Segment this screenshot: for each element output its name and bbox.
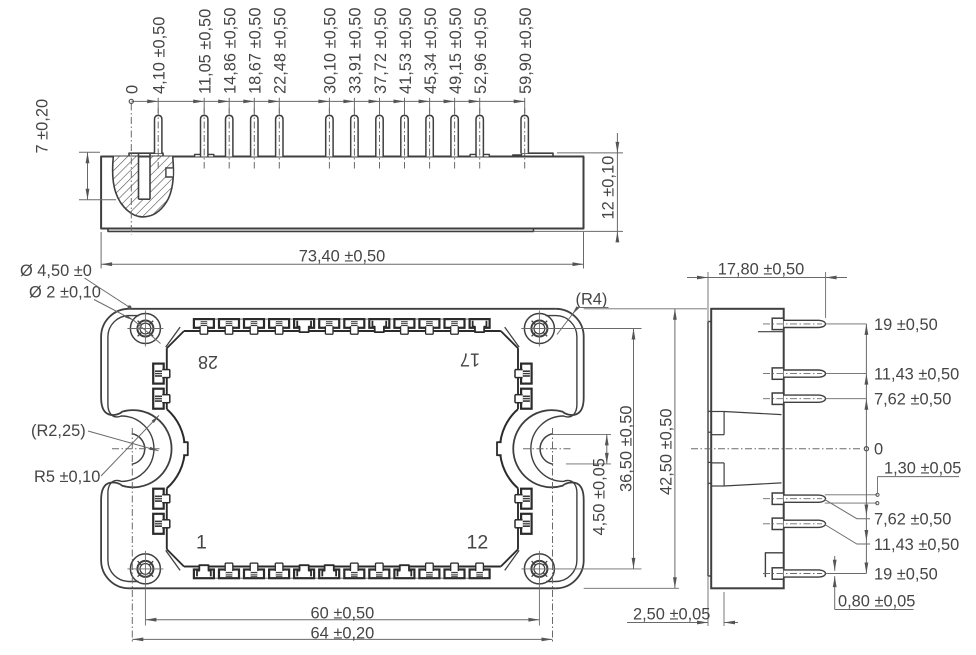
svg-text:19 ±0,50: 19 ±0,50 xyxy=(874,565,938,583)
svg-text:2,50 ±0,05: 2,50 ±0,05 xyxy=(633,606,710,624)
svg-text:14,86 ±0,50: 14,86 ±0,50 xyxy=(222,8,240,94)
svg-text:Ø 2 ±0,10: Ø 2 ±0,10 xyxy=(29,284,101,302)
svg-text:41,53 ±0,50: 41,53 ±0,50 xyxy=(397,8,415,94)
svg-text:36,50 ±0,50: 36,50 ±0,50 xyxy=(618,406,636,492)
svg-text:28: 28 xyxy=(198,352,218,372)
svg-text:11,43 ±0,50: 11,43 ±0,50 xyxy=(874,536,959,554)
svg-text:11,05 ±0,50: 11,05 ±0,50 xyxy=(197,9,215,94)
svg-text:33,91 ±0,50: 33,91 ±0,50 xyxy=(347,8,365,94)
svg-text:0: 0 xyxy=(874,441,883,459)
svg-text:37,72 ±0,50: 37,72 ±0,50 xyxy=(372,8,390,94)
svg-text:11,43 ±0,50: 11,43 ±0,50 xyxy=(874,366,959,384)
svg-text:0,80 ±0,05: 0,80 ±0,05 xyxy=(838,593,915,611)
svg-text:42,50 ±0,50: 42,50 ±0,50 xyxy=(658,409,676,495)
svg-text:Ø 4,50 ±0: Ø 4,50 ±0 xyxy=(20,262,92,280)
svg-text:0: 0 xyxy=(124,85,142,94)
svg-text:7 ±0,20: 7 ±0,20 xyxy=(34,99,52,154)
svg-text:1,30 ±0,05: 1,30 ±0,05 xyxy=(884,460,961,478)
svg-text:R5 ±0,10: R5 ±0,10 xyxy=(34,468,100,486)
svg-text:73,40 ±0,50: 73,40 ±0,50 xyxy=(299,248,385,266)
svg-text:52,96 ±0,50: 52,96 ±0,50 xyxy=(472,8,490,94)
svg-text:1: 1 xyxy=(196,532,207,554)
svg-text:12: 12 xyxy=(467,532,489,554)
svg-text:19 ±0,50: 19 ±0,50 xyxy=(874,316,938,334)
svg-text:49,15 ±0,50: 49,15 ±0,50 xyxy=(447,8,465,94)
svg-text:7,62 ±0,50: 7,62 ±0,50 xyxy=(874,511,951,529)
svg-text:7,62 ±0,50: 7,62 ±0,50 xyxy=(874,391,951,409)
svg-text:60 ±0,50: 60 ±0,50 xyxy=(311,605,375,623)
svg-text:(R2,25): (R2,25) xyxy=(31,422,86,440)
svg-text:17: 17 xyxy=(460,350,480,370)
svg-text:18,67 ±0,50: 18,67 ±0,50 xyxy=(247,8,265,94)
svg-text:22,48 ±0,50: 22,48 ±0,50 xyxy=(272,8,290,94)
svg-text:12 ±0,10: 12 ±0,10 xyxy=(600,156,618,220)
svg-text:30,10 ±0,50: 30,10 ±0,50 xyxy=(322,8,340,94)
svg-text:59,90 ±0,50: 59,90 ±0,50 xyxy=(517,8,535,94)
svg-text:4,50 ±0,05: 4,50 ±0,05 xyxy=(591,458,609,535)
svg-text:4,10 ±0,50: 4,10 ±0,50 xyxy=(151,17,169,94)
svg-text:45,34 ±0,50: 45,34 ±0,50 xyxy=(422,8,440,94)
svg-text:(R4): (R4) xyxy=(576,291,608,309)
svg-text:17,80 ±0,50: 17,80 ±0,50 xyxy=(718,261,804,279)
svg-text:64 ±0,20: 64 ±0,20 xyxy=(311,625,375,643)
